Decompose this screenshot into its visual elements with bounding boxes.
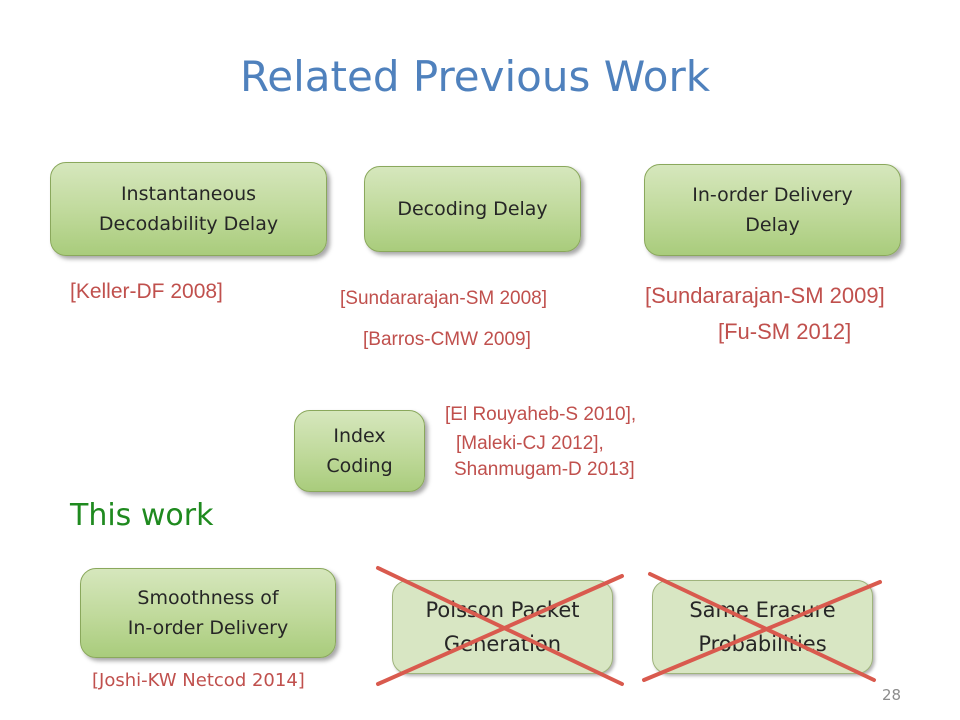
citation-sundararajan-2008: [Sundararajan-SM 2008] xyxy=(340,288,548,309)
citation-keller: [Keller-DF 2008] xyxy=(70,280,223,303)
box-smoothness-of-in-order-delivery: Smoothness of In-order Delivery xyxy=(80,568,336,658)
box-label: Instantaneous Decodability Delay xyxy=(98,183,279,235)
citation-el-rouyaheb: [El Rouyaheb-S 2010], xyxy=(445,404,637,425)
box-same-erasure-probabilities: Same Erasure Probabilities xyxy=(652,580,873,674)
box-label: Poisson Packet Generation xyxy=(425,598,580,656)
citation-sundararajan-2009: [Sundararajan-SM 2009] xyxy=(645,283,885,308)
box-instantaneous-decodability-delay: Instantaneous Decodability Delay xyxy=(50,162,327,256)
citation-joshi: [Joshi-KW Netcod 2014] xyxy=(92,670,305,691)
citation-fu: [Fu-SM 2012] xyxy=(718,319,852,344)
box-label: In-order Delivery Delay xyxy=(692,184,853,236)
box-label: Index Coding xyxy=(326,425,393,477)
box-label: Smoothness of In-order Delivery xyxy=(127,587,289,639)
box-label: Same Erasure Probabilities xyxy=(689,598,836,656)
box-label: Decoding Delay xyxy=(397,198,548,220)
citation-shanmugam: Shanmugam-D 2013] xyxy=(454,459,635,480)
slide-title: Related Previous Work xyxy=(240,52,711,101)
box-poisson-packet-generation: Poisson Packet Generation xyxy=(392,580,613,674)
this-work-label: This work xyxy=(70,498,214,533)
page-number: 28 xyxy=(882,686,902,704)
citation-maleki: [Maleki-CJ 2012], xyxy=(456,433,604,454)
box-in-order-delivery-delay: In-order Delivery Delay xyxy=(644,164,901,256)
citation-barros: [Barros-CMW 2009] xyxy=(363,329,531,350)
box-decoding-delay: Decoding Delay xyxy=(364,166,581,252)
box-index-coding: Index Coding xyxy=(294,410,425,492)
